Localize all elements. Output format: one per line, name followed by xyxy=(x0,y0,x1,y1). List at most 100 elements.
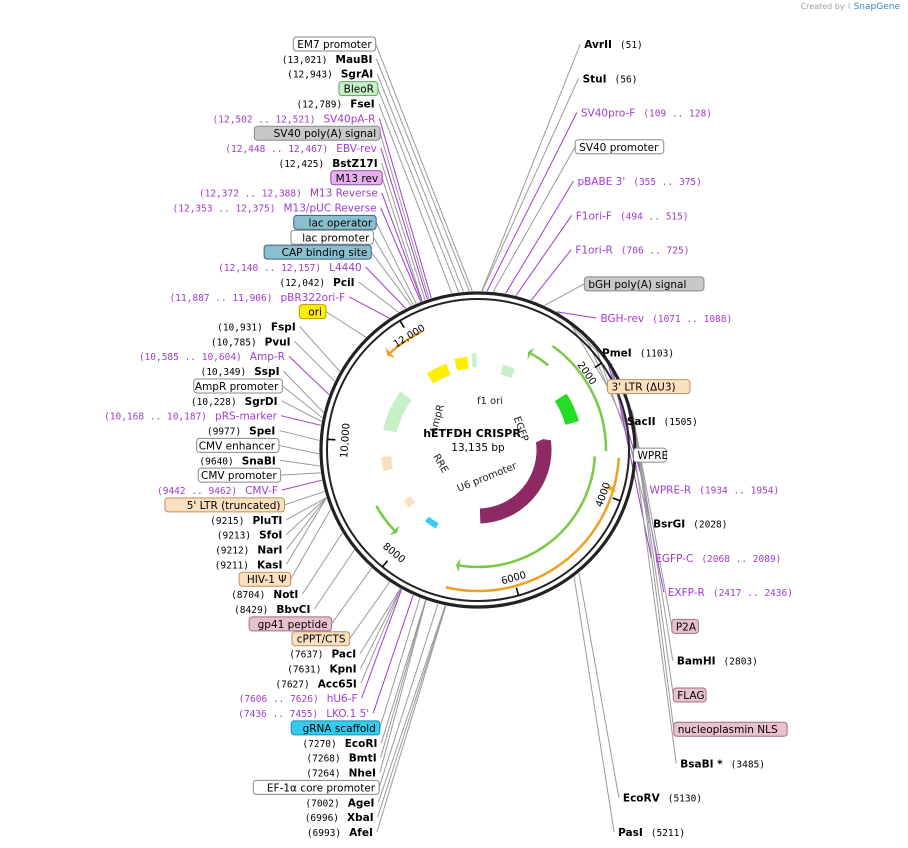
enzyme-label[interactable]: (7637)PacI xyxy=(289,649,356,661)
enzyme-label[interactable]: EcoRV(5130) xyxy=(623,793,702,805)
enzyme-text[interactable]: (7627)Acc65I xyxy=(275,678,356,690)
primer-label[interactable]: EGFP-C(2068 .. 2089) xyxy=(655,553,781,565)
enzyme-text[interactable]: SacII(1505) xyxy=(627,416,698,428)
feature-label[interactable]: CMV enhancer xyxy=(197,438,279,452)
enzyme-text[interactable]: (7270)EcoRI xyxy=(302,738,377,750)
feature-name[interactable]: lac promoter xyxy=(302,232,370,244)
feature-name[interactable]: lac operator xyxy=(309,217,373,229)
primer-text[interactable]: pBABE 3'(355 .. 375) xyxy=(577,176,701,188)
primer-label[interactable]: WPRE-R(1934 .. 1954) xyxy=(649,484,779,496)
feature-name[interactable]: BleoR xyxy=(344,84,374,96)
enzyme-label[interactable]: (12,789)FseI xyxy=(296,98,374,110)
enzyme-label[interactable]: (7631)KpnI xyxy=(287,663,356,675)
enzyme-text[interactable]: EcoRV(5130) xyxy=(623,793,702,805)
enzyme-text[interactable]: BamHI(2803) xyxy=(677,656,758,668)
primer-label[interactable]: (10,585 .. 10,604)Amp-R xyxy=(139,351,285,363)
enzyme-text[interactable]: PasI(5211) xyxy=(618,827,685,839)
feature-label[interactable]: AmpR promoter xyxy=(194,379,283,393)
feature-name[interactable]: gp41 peptide xyxy=(258,619,328,631)
enzyme-label[interactable]: (10,228)SgrDI xyxy=(191,396,278,408)
primer-text[interactable]: (12,448 .. 12,467)EBV-rev xyxy=(225,143,377,155)
enzyme-label[interactable]: (9213)SfoI xyxy=(217,530,283,542)
primer-text[interactable]: (12,502 .. 12,521)SV40pA-R xyxy=(213,113,376,125)
primer-text[interactable]: (12,353 .. 12,375)M13/pUC Reverse xyxy=(173,203,377,215)
enzyme-label[interactable]: (7627)Acc65I xyxy=(275,678,356,690)
enzyme-text[interactable]: (10,228)SgrDI xyxy=(191,396,278,408)
primer-text[interactable]: (7606 .. 7626)hU6-F xyxy=(239,693,358,705)
enzyme-text[interactable]: (7637)PacI xyxy=(289,649,356,661)
feature-label[interactable]: 5' LTR (truncated) xyxy=(165,498,285,512)
enzyme-label[interactable]: StuI(56) xyxy=(583,73,638,85)
feature-label[interactable]: EF-1α core promoter xyxy=(253,780,379,794)
enzyme-text[interactable]: (8704)NotI xyxy=(231,589,298,601)
primer-label[interactable]: (12,448 .. 12,467)EBV-rev xyxy=(225,143,377,155)
feature-label[interactable]: BleoR xyxy=(339,82,378,96)
enzyme-text[interactable]: (8429)BbvCI xyxy=(234,604,310,616)
primer-label[interactable]: (10,168 .. 10,187)pRS-marker xyxy=(104,411,278,423)
primer-label[interactable]: F1ori-F(494 .. 515) xyxy=(576,210,689,222)
primer-label[interactable]: (12,502 .. 12,521)SV40pA-R xyxy=(213,113,376,125)
primer-text[interactable]: F1ori-R(706 .. 725) xyxy=(575,245,689,257)
enzyme-text[interactable]: (13,021)MauBI xyxy=(282,54,373,66)
enzyme-text[interactable]: (12,789)FseI xyxy=(296,98,374,110)
enzyme-text[interactable]: (12,425)BstZ17I xyxy=(278,158,377,170)
primer-text[interactable]: (11,887 .. 11,906)pBR322ori-F xyxy=(170,292,346,304)
primer-text[interactable]: (10,168 .. 10,187)pRS-marker xyxy=(104,411,278,423)
enzyme-text[interactable]: AvrII(51) xyxy=(584,39,642,51)
feature-label[interactable]: gp41 peptide xyxy=(249,617,331,631)
feature-label[interactable]: lac operator xyxy=(294,215,376,229)
enzyme-label[interactable]: (13,021)MauBI xyxy=(282,54,373,66)
primer-label[interactable]: (12,140 .. 12,157)L4440 xyxy=(218,262,362,274)
primer-text[interactable]: BGH-rev(1071 .. 1088) xyxy=(601,313,733,325)
primer-text[interactable]: (12,372 .. 12,388)M13 Reverse xyxy=(199,188,378,200)
enzyme-text[interactable]: BsaBI *(3485) xyxy=(680,758,765,770)
primer-text[interactable]: WPRE-R(1934 .. 1954) xyxy=(649,484,779,496)
feature-name[interactable]: ori xyxy=(308,307,322,319)
enzyme-label[interactable]: (8704)NotI xyxy=(231,589,298,601)
enzyme-label[interactable]: AvrII(51) xyxy=(584,39,642,51)
feature-name[interactable]: 5' LTR (truncated) xyxy=(187,500,281,512)
primer-label[interactable]: (7436 .. 7455)LKO.1 5' xyxy=(238,708,369,720)
feature-name[interactable]: M13 rev xyxy=(336,173,379,185)
primer-label[interactable]: SV40pro-F(109 .. 128) xyxy=(581,108,712,120)
enzyme-label[interactable]: SacII(1505) xyxy=(627,416,698,428)
enzyme-text[interactable]: PmeI(1103) xyxy=(602,347,674,359)
enzyme-label[interactable]: (7268)BmtI xyxy=(306,753,376,765)
enzyme-text[interactable]: (6993)AfeI xyxy=(307,827,373,839)
primer-label[interactable]: BGH-rev(1071 .. 1088) xyxy=(601,313,733,325)
enzyme-label[interactable]: (10,785)PvuI xyxy=(211,336,291,348)
enzyme-label[interactable]: (10,931)FspI xyxy=(217,321,296,333)
feature-label[interactable]: CMV promoter xyxy=(198,468,280,482)
enzyme-text[interactable]: (7631)KpnI xyxy=(287,663,356,675)
enzyme-label[interactable]: PmeI(1103) xyxy=(602,347,674,359)
primer-text[interactable]: (12,140 .. 12,157)L4440 xyxy=(218,262,362,274)
feature-label[interactable]: nucleoplasmin NLS xyxy=(674,722,787,736)
primer-text[interactable]: (7436 .. 7455)LKO.1 5' xyxy=(238,708,369,720)
feature-label[interactable]: bGH poly(A) signal xyxy=(584,277,704,291)
primer-label[interactable]: (9442 .. 9462)CMV-F xyxy=(157,485,278,497)
primer-label[interactable]: F1ori-R(706 .. 725) xyxy=(575,245,689,257)
primer-label[interactable]: (12,353 .. 12,375)M13/pUC Reverse xyxy=(173,203,377,215)
enzyme-label[interactable]: (7002)AgeI xyxy=(305,797,374,809)
enzyme-text[interactable]: (6996)XbaI xyxy=(305,812,374,824)
enzyme-text[interactable]: (9212)NarI xyxy=(215,545,282,557)
feature-name[interactable]: EM7 promoter xyxy=(297,39,372,51)
feature-name[interactable]: cPPT/CTS xyxy=(297,634,346,646)
feature-label[interactable]: FLAG xyxy=(673,688,706,702)
enzyme-label[interactable]: (9640)SnaBI xyxy=(199,455,275,467)
enzyme-label[interactable]: (10,349)SspI xyxy=(200,366,279,378)
enzyme-label[interactable]: (7270)EcoRI xyxy=(302,738,377,750)
enzyme-text[interactable]: (7002)AgeI xyxy=(305,797,374,809)
enzyme-text[interactable]: (12,042)PciI xyxy=(279,277,354,289)
feature-name[interactable]: CAP binding site xyxy=(282,247,368,259)
feature-name[interactable]: HIV-1 Ψ xyxy=(247,574,287,586)
feature-name[interactable]: SV40 poly(A) signal xyxy=(274,128,377,140)
feature-label[interactable]: 3' LTR (ΔU3) xyxy=(608,380,690,394)
enzyme-text[interactable]: (9211)KasI xyxy=(215,559,283,571)
enzyme-label[interactable]: PasI(5211) xyxy=(618,827,685,839)
enzyme-text[interactable]: (10,931)FspI xyxy=(217,321,296,333)
primer-label[interactable]: (7606 .. 7626)hU6-F xyxy=(239,693,358,705)
enzyme-label[interactable]: (6996)XbaI xyxy=(305,812,374,824)
enzyme-text[interactable]: (7264)NheI xyxy=(306,768,376,780)
feature-name[interactable]: nucleoplasmin NLS xyxy=(678,724,778,736)
